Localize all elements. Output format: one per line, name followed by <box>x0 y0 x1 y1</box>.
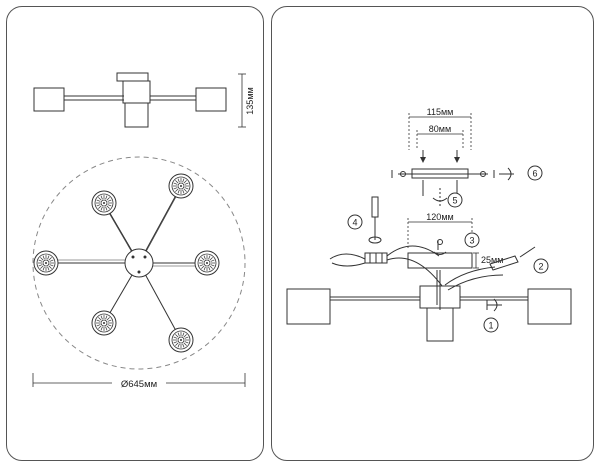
step-marker-2: 2 <box>533 258 549 274</box>
lamp-head <box>168 327 194 353</box>
lamp-head <box>194 250 220 276</box>
diameter-dimension <box>32 373 246 387</box>
side-view-and-top-view-panel <box>6 6 264 461</box>
step-number: 2 <box>538 262 543 272</box>
installation-instructions-panel <box>271 6 594 461</box>
dim-115-label: 115мм <box>427 107 454 117</box>
lamp-head <box>91 310 117 336</box>
dim-25-label: 25мм <box>481 255 503 265</box>
side-view <box>33 72 227 128</box>
step-marker-3: 3 <box>464 232 480 248</box>
step-marker-5: 5 <box>447 192 463 208</box>
lamp-head <box>168 173 194 199</box>
diameter-circle <box>32 156 246 370</box>
right-shade-large <box>527 288 572 325</box>
screwdriver-and-terminal <box>329 196 447 291</box>
diameter-label: Ø645мм <box>121 379 157 390</box>
dim-120-label: 120мм <box>426 212 453 222</box>
left-shade <box>33 87 65 112</box>
step-number: 6 <box>532 169 537 179</box>
step-markers: 1 2 3 4 5 6 <box>347 165 549 333</box>
canopy <box>407 252 473 269</box>
step-marker-1: 1 <box>483 317 499 333</box>
step-number: 1 <box>488 321 493 331</box>
step-number: 5 <box>452 196 457 206</box>
hub-body <box>122 80 151 104</box>
ceiling-plate <box>116 72 149 82</box>
lamp-head <box>33 250 59 276</box>
left-shade-large <box>286 288 331 325</box>
height-label: 135мм <box>245 87 255 114</box>
step-marker-4: 4 <box>347 214 363 230</box>
dim-80-label: 80мм <box>429 124 451 134</box>
step-number: 3 <box>469 236 474 246</box>
lamp-head <box>91 190 117 216</box>
mounting-bracket <box>391 150 514 206</box>
height-dimension <box>238 73 246 128</box>
center-shade <box>124 102 149 128</box>
right-shade <box>195 87 227 112</box>
step-marker-6: 6 <box>527 165 543 181</box>
step-number: 4 <box>352 218 357 228</box>
bracket-dimensions <box>408 113 472 150</box>
lamp-heads <box>33 173 220 353</box>
fixture-side-view <box>286 246 572 342</box>
